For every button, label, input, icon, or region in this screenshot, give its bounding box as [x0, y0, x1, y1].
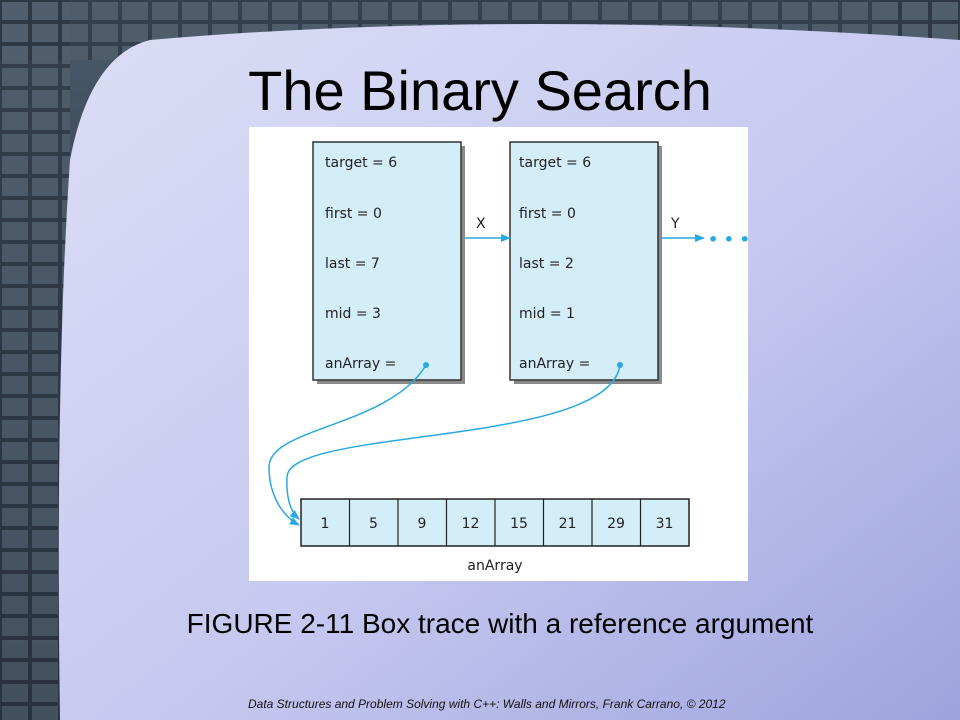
figure-caption: FIGURE 2-11 Box trace with a reference a… — [186, 608, 814, 639]
activation-frame-2: target = 6 first = 0 last = 2 mid = 1 an… — [509, 141, 662, 384]
box-trace-diagram: target = 6 first = 0 last = 7 mid = 3 an… — [268, 141, 748, 574]
figure-box-trace: target = 6 first = 0 last = 7 mid = 3 an… — [249, 127, 748, 581]
activation-frame-1: target = 6 first = 0 last = 7 mid = 3 an… — [312, 141, 465, 384]
array-cell-0: 1 — [321, 516, 330, 532]
frame-1-line-4: mid = 3 — [325, 306, 381, 322]
frame-2-line-2: first = 0 — [519, 206, 576, 222]
frame-1-line-3: last = 7 — [325, 256, 380, 272]
array-cell-1: 5 — [369, 516, 378, 532]
array-cell-3: 12 — [462, 516, 480, 532]
continuation-dots: • • • — [708, 230, 748, 249]
array-cell-4: 15 — [510, 516, 528, 532]
array-cell-2: 9 — [418, 516, 427, 532]
array-label: anArray — [467, 558, 522, 574]
frame-2-line-4: mid = 1 — [519, 306, 575, 322]
array-cell-7: 31 — [656, 516, 674, 532]
array-cell-5: 21 — [559, 516, 577, 532]
arrow-label-y: Y — [670, 216, 680, 232]
slide-footer: Data Structures and Problem Solving with… — [248, 697, 726, 711]
frame-2-line-1: target = 6 — [519, 155, 591, 171]
reference-curve-2 — [286, 364, 621, 520]
array-anarray: 1 5 9 12 15 21 29 31 anArray — [300, 498, 690, 574]
arrow-label-x: X — [476, 216, 486, 232]
frame-1-line-5: anArray = — [325, 356, 396, 372]
frame-2-line-5: anArray = — [519, 356, 590, 372]
frame-1-line-1: target = 6 — [325, 155, 397, 171]
slide-title: The Binary Search — [248, 59, 712, 122]
array-cell-6: 29 — [607, 516, 625, 532]
reference-curve-1 — [268, 364, 427, 526]
frame-1-line-2: first = 0 — [325, 206, 382, 222]
frame-2-line-3: last = 2 — [519, 256, 574, 272]
